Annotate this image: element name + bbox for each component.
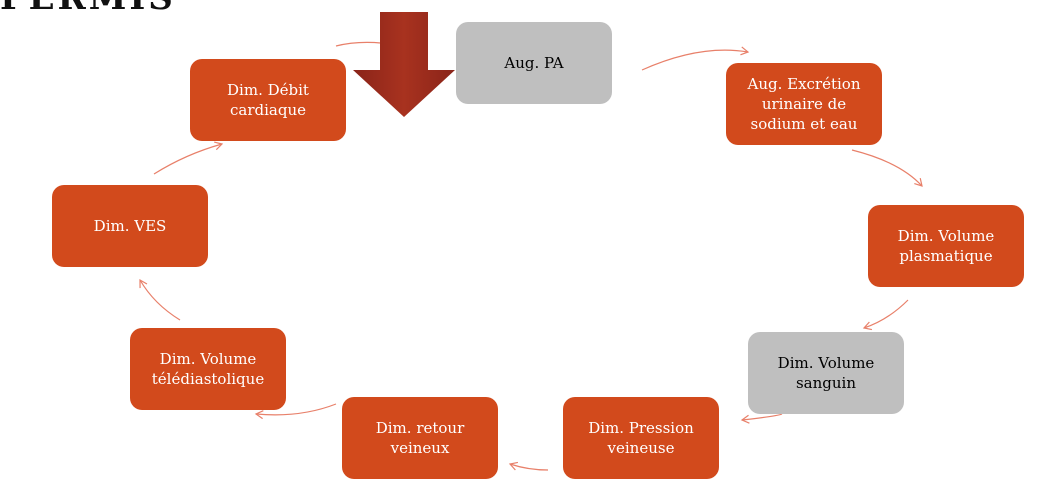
cycle-node-volume-sanguin: Dim. Volume sanguin <box>748 332 904 414</box>
connector-sanguin-to-pression <box>740 413 783 424</box>
cycle-node-ves: Dim. VES <box>52 185 208 267</box>
connector-pression-to-retour <box>508 461 549 471</box>
connector-excretion-to-plasmatique <box>851 149 923 187</box>
slide-title-fragment: PERMIS <box>0 0 176 18</box>
cycle-node-debit-cardiaque: Dim. Débit cardiaque <box>190 59 346 141</box>
connector-retour-to-telediastolique <box>254 403 337 420</box>
connector-pa-to-excretion <box>641 46 750 71</box>
cycle-node-excretion: Aug. Excrétion urinaire de sodium et eau <box>726 63 882 145</box>
cycle-node-volume-telediastolique: Dim. Volume télédiastolique <box>130 328 286 410</box>
cycle-node-pression-veineuse: Dim. Pression veineuse <box>563 397 719 479</box>
connector-telediastolique-to-ves <box>139 278 181 321</box>
connector-ves-to-debit <box>153 141 224 175</box>
cycle-node-volume-plasmatique: Dim. Volume plasmatique <box>868 205 1024 287</box>
cycle-node-retour-veineux: Dim. retour veineux <box>342 397 498 479</box>
connector-plasmatique-to-sanguin <box>862 299 909 331</box>
cycle-node-aug-pa: Aug. PA <box>456 22 612 104</box>
